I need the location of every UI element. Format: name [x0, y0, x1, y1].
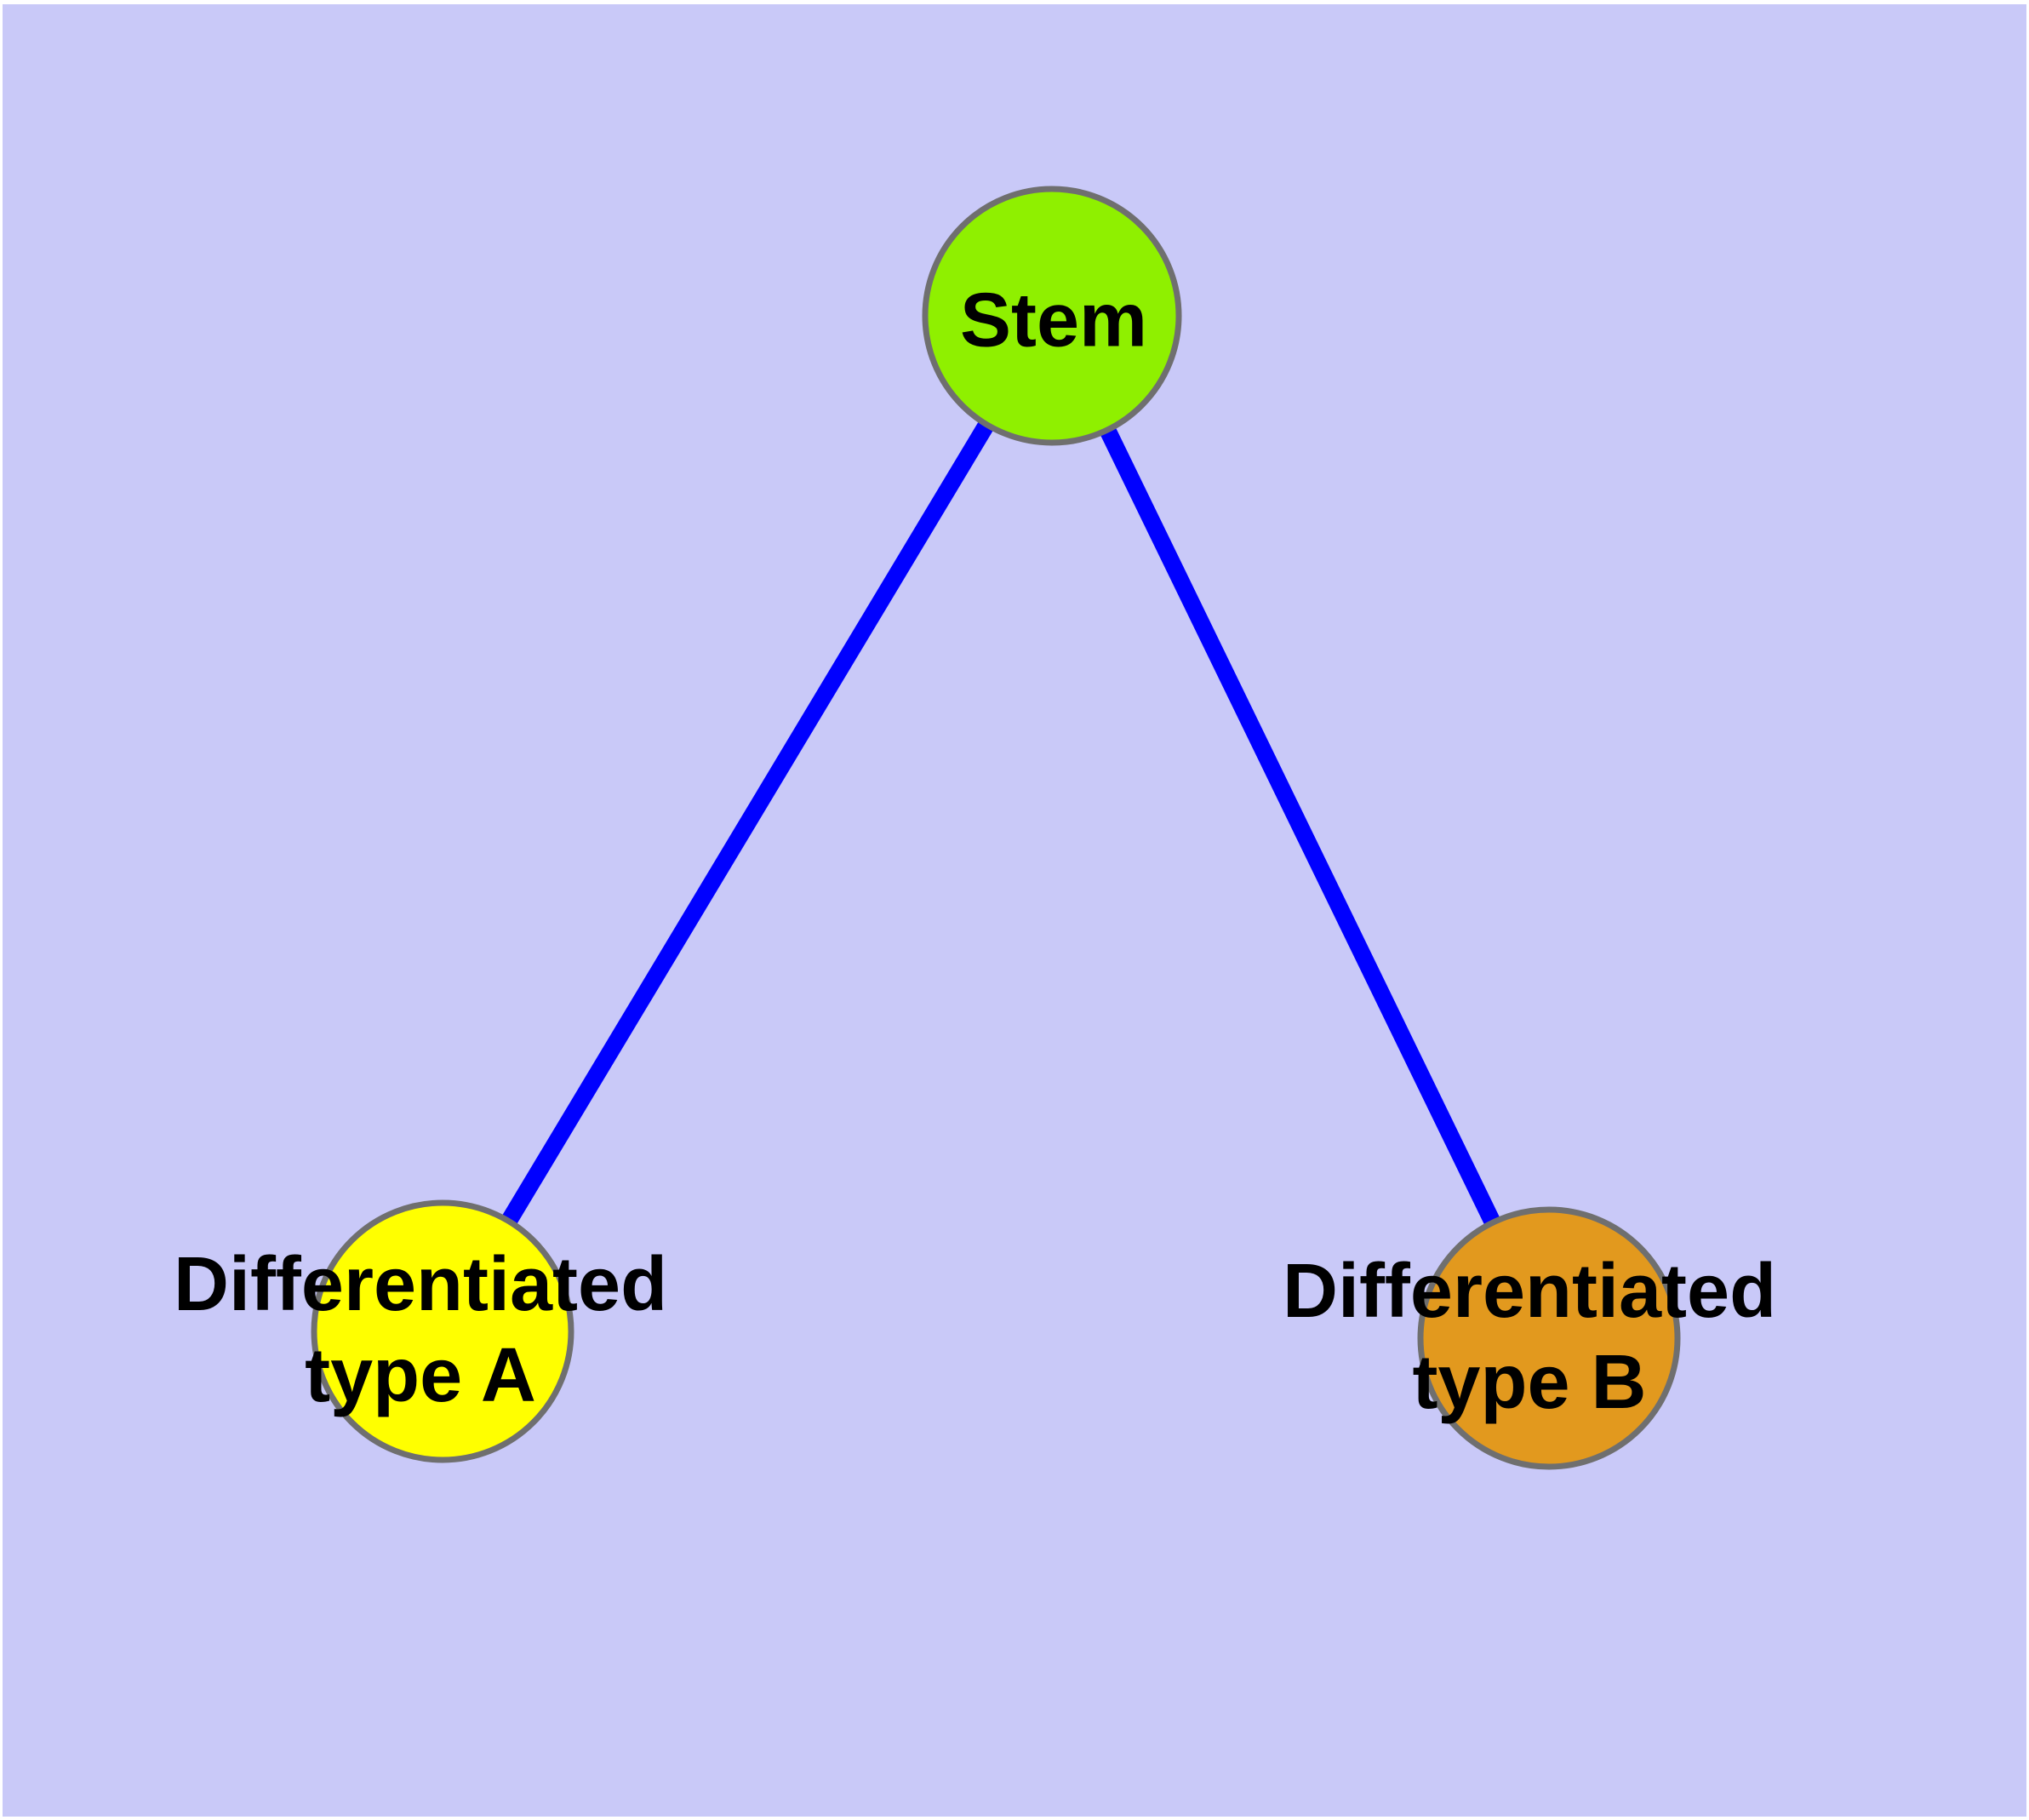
node-stem-label: Stem: [960, 276, 1147, 367]
node-type-a-label-line1: Differentiated: [173, 1242, 668, 1327]
node-type-a-label: Differentiated type A: [174, 1239, 667, 1422]
node-type-b-label-line2: type B: [1412, 1340, 1647, 1425]
node-type-b-label-line1: Differentiated: [1282, 1249, 1777, 1334]
node-type-a-circle: [311, 1199, 574, 1463]
node-type-a-label-line2: type A: [305, 1333, 536, 1418]
edge-stem-to-type-b: [1044, 312, 1557, 1342]
graph-svg: [3, 4, 2026, 1817]
node-stem-label-line1: Stem: [959, 278, 1148, 363]
node-type-b-circle: [1417, 1206, 1681, 1470]
node-stem-circle: [922, 186, 1182, 446]
node-type-b-label: Differentiated type B: [1283, 1246, 1776, 1428]
diagram-canvas: Stem Differentiated type A Differentiate…: [3, 4, 2026, 1817]
edge-stem-to-type-a: [435, 311, 1060, 1336]
